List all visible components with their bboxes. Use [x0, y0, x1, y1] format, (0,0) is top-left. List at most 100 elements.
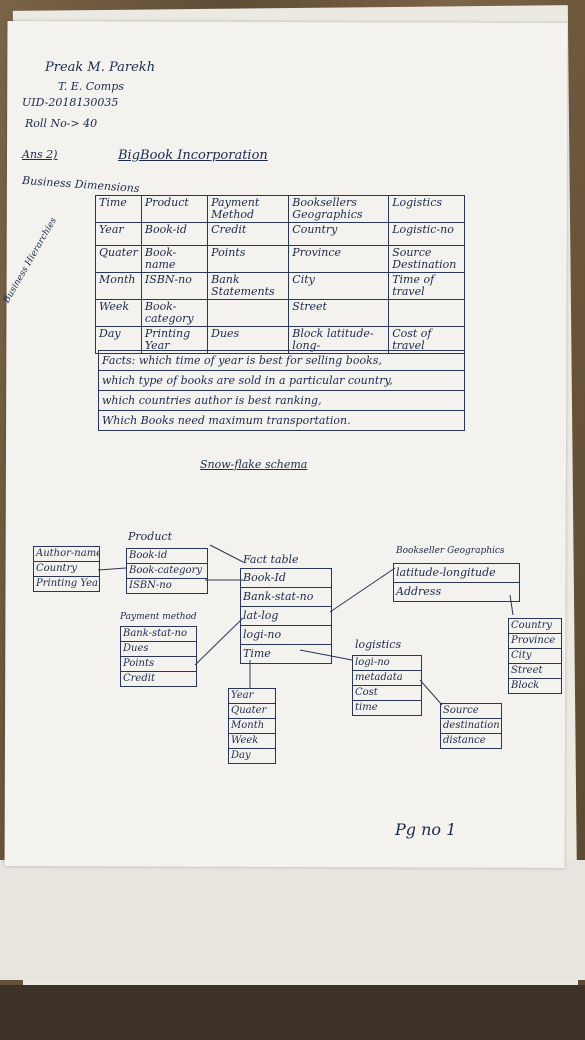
table-cell: Credit: [207, 222, 290, 246]
fact-line: Facts: which time of year is best for se…: [99, 351, 464, 371]
payment-field: Points: [121, 657, 196, 672]
table-cell: Week: [95, 299, 142, 327]
payment-title: Payment method: [120, 612, 197, 622]
geo-title: Bookseller Geographics: [396, 546, 505, 556]
page-number: Pg no 1: [395, 820, 457, 839]
geo-address-line: [509, 594, 514, 616]
col-header: Logistics: [388, 195, 465, 223]
metadata-field: destination: [441, 719, 501, 734]
logistics-title: logistics: [355, 638, 402, 651]
col-header: Time: [95, 195, 142, 223]
fact-table: Book-Id Bank-stat-no lat-log logi-no Tim…: [240, 568, 332, 664]
payment-field: Credit: [123, 673, 155, 684]
fact-line: Which Books need maximum transportation.: [102, 414, 351, 427]
dimension-table: Time Product Payment Method Booksellers …: [95, 195, 465, 425]
address-field: City: [509, 649, 561, 664]
table-cell: Cost of travel: [388, 326, 465, 354]
table-row: Week Book-category Street: [95, 299, 465, 327]
metadata-field: distance: [443, 735, 486, 746]
col-header: Booksellers Geographics: [288, 195, 390, 223]
col-header: Payment Method: [207, 195, 290, 223]
author-field: Printing Year: [36, 578, 99, 589]
metadata-field: Source: [441, 704, 501, 719]
schema-title: Snow-flake schema: [200, 458, 308, 471]
address-field: Province: [509, 634, 561, 649]
logistics-field: Cost: [353, 686, 421, 701]
table-cell: Bank Statements: [207, 272, 290, 300]
address-field: Country: [509, 619, 561, 634]
logistics-metadata-line: [419, 679, 443, 706]
fact-field: logi-no: [241, 626, 331, 645]
fact-field: Time: [243, 647, 271, 660]
geo-field: Address: [396, 585, 442, 598]
payment-fact-line: [194, 617, 244, 666]
time-field: Week: [229, 734, 275, 749]
geo-field: latitude-longitude: [394, 564, 519, 583]
address-field: Block: [511, 680, 540, 691]
table-row: Day Printing Year Dues Block latitude-lo…: [95, 326, 465, 354]
time-table: Year Quater Month Week Day: [228, 688, 276, 764]
author-product-line: [97, 567, 127, 571]
cell-line: Source: [392, 246, 432, 259]
table-cell: Street: [288, 299, 390, 327]
bottom-shadow: [0, 985, 585, 1040]
col-header: Product: [140, 195, 209, 223]
payment-table: Bank-stat-no Dues Points Credit: [120, 626, 197, 687]
facts-box: Facts: which time of year is best for se…: [98, 350, 465, 431]
dimension-header-row: Time Product Payment Method Booksellers …: [95, 195, 465, 223]
time-field: Month: [229, 719, 275, 734]
fact-geo-line: [329, 567, 396, 613]
logistics-field: logi-no: [353, 656, 421, 671]
product-field: ISBN-no: [129, 580, 172, 591]
table-cell: Book-name: [140, 245, 209, 273]
payment-field: Dues: [121, 642, 196, 657]
address-field: Street: [509, 664, 561, 679]
student-uid: UID-2018130035: [22, 96, 119, 109]
payment-field: Bank-stat-no: [121, 627, 196, 642]
product-table: Book-id Book-category ISBN-no: [126, 548, 208, 594]
table-cell: Points: [207, 245, 290, 273]
student-class: T. E. Comps: [58, 80, 124, 93]
table-cell: Book-category: [140, 299, 209, 327]
address-table: Country Province City Street Block: [508, 618, 562, 694]
product-field: Book-id: [127, 549, 207, 564]
student-name: Preak M. Parekh: [45, 60, 156, 75]
author-table: Author-name Country Printing Year: [33, 546, 100, 592]
lower-paper-sheet: [0, 860, 585, 980]
table-cell: Logistic-no: [388, 222, 465, 246]
table-cell: Printing Year: [140, 326, 209, 354]
table-cell: Book-id: [140, 222, 209, 246]
table-row: Month ISBN-no Bank Statements City Time …: [95, 272, 465, 300]
table-cell: Year: [95, 222, 142, 246]
author-field: Author-name: [34, 547, 99, 562]
table-cell: City: [288, 272, 390, 300]
fact-logistics-line: [299, 649, 353, 661]
logistics-field: time: [355, 702, 378, 713]
metadata-table: Source destination distance: [440, 703, 502, 749]
product-field: Book-category: [127, 564, 207, 579]
fact-line: which countries author is best ranking,: [99, 391, 464, 411]
logistics-table: logi-no metadata Cost time: [352, 655, 422, 716]
answer-label: Ans 2): [22, 148, 58, 161]
table-row: Year Book-id Credit Country Logistic-no: [95, 222, 465, 246]
time-field: Quater: [229, 704, 275, 719]
fact-field: Bank-stat-no: [241, 588, 331, 607]
geo-table: latitude-longitude Address: [393, 563, 520, 602]
table-cell: [207, 299, 290, 327]
table-cell: Month: [95, 272, 142, 300]
time-field: Day: [231, 750, 251, 761]
product-title: Product: [128, 530, 172, 543]
fact-field: lat-log: [241, 607, 331, 626]
table-cell: Dues: [207, 326, 290, 354]
product-fact-line: [209, 544, 244, 563]
table-cell: Block latitude-long-: [288, 326, 390, 354]
roll-number: Roll No-> 40: [25, 117, 98, 130]
time-field: Year: [229, 689, 275, 704]
logistics-field: metadata: [353, 671, 421, 686]
fact-field: Book-Id: [241, 569, 331, 588]
cell-line: Destination: [392, 258, 457, 271]
fact-line: which type of books are sold in a partic…: [99, 371, 464, 391]
fact-table-title: Fact table: [243, 553, 299, 566]
